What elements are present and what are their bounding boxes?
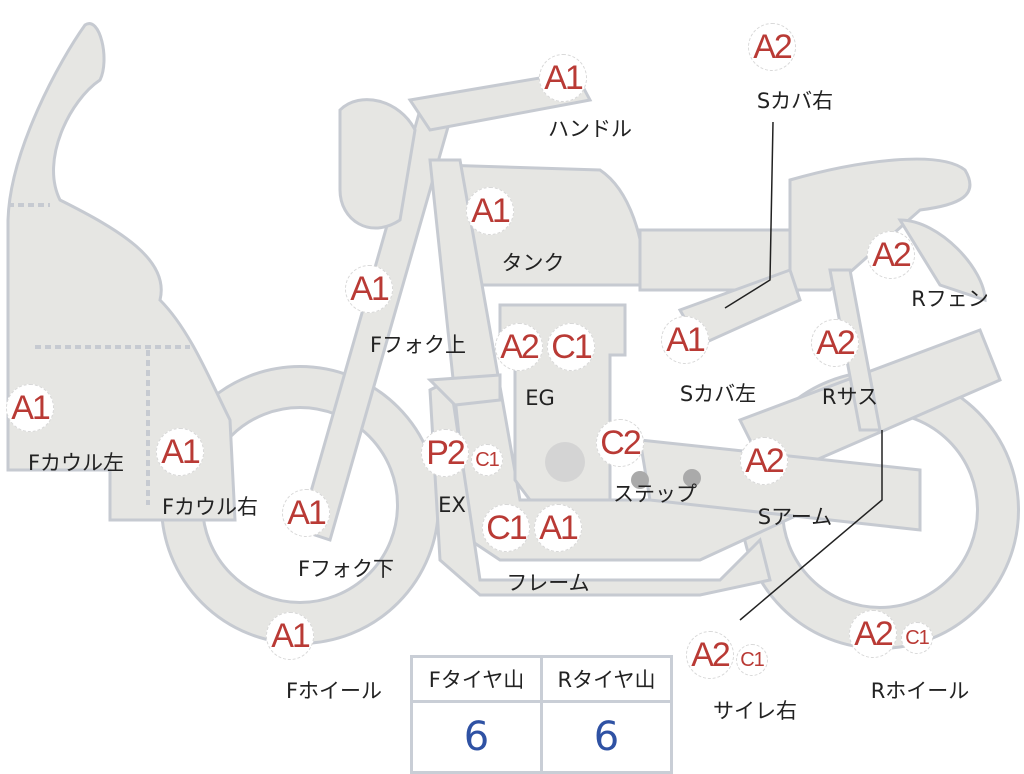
s-cover-right-grade-badge: A2	[748, 23, 796, 71]
f-cowl-right-label: Fカウル右	[161, 495, 259, 519]
handle-label: ハンドル	[548, 117, 632, 141]
swing-arm-label: Sアーム	[757, 505, 833, 529]
r-suspension-label: Rサス	[821, 385, 879, 409]
frame-lower-shape	[428, 377, 772, 597]
r-wheel-grade-badge: A2	[849, 610, 897, 658]
r-tire-header: Rタイヤ山	[540, 655, 673, 703]
r-fender-label: Rフェン	[911, 287, 989, 311]
f-cowl-right-grade-badge: A1	[156, 428, 204, 476]
f-wheel-grade-badge: A1	[266, 612, 314, 660]
step-label: ステップ	[613, 482, 697, 506]
engine-cover-shape	[545, 442, 585, 482]
s-cover-right-label: Sカバ右	[756, 89, 834, 113]
rear-fender-shape	[897, 218, 987, 303]
f-tire-value: 6	[410, 700, 543, 774]
f-fork-lower-label: Fフォク下	[297, 557, 395, 581]
engine-grade-badge: A2	[495, 323, 543, 371]
f-fork-lower-grade-badge: A1	[282, 489, 330, 537]
r-wheel-label: Rホイール	[870, 679, 970, 703]
r-tire-value: 6	[540, 700, 673, 774]
exhaust-grade-badge: C1	[471, 444, 503, 476]
silencer-right-grade-badge: C1	[736, 644, 768, 676]
engine-grade-badge: C1	[547, 323, 595, 371]
leader-line	[724, 121, 774, 309]
leader-line	[739, 430, 883, 621]
f-fork-upper-grade-badge: A1	[345, 265, 393, 313]
exhaust-grade-badge: P2	[421, 429, 469, 477]
s-cover-left-grade-badge: A1	[661, 316, 709, 364]
r-fender-grade-badge: A2	[867, 231, 915, 279]
silencer-right-label: サイレ右	[713, 699, 797, 723]
tank-grade-badge: A1	[466, 187, 514, 235]
tank-label: タンク	[501, 251, 565, 275]
f-cowl-left-label: Fカウル左	[27, 451, 125, 475]
frame-grade-badge: A1	[534, 504, 582, 552]
s-cover-left-label: Sカバ左	[679, 382, 757, 406]
step-grade-badge: C2	[596, 419, 644, 467]
exhaust-label: EX	[438, 493, 466, 517]
swing-arm-grade-badge: A2	[740, 437, 788, 485]
f-tire-header: Fタイヤ山	[410, 655, 543, 703]
r-wheel-grade-badge: C1	[901, 622, 933, 654]
frame-grade-badge: C1	[482, 504, 530, 552]
silencer-right-grade-badge: A2	[686, 631, 734, 679]
handle-grade-badge: A1	[539, 54, 587, 102]
f-fork-upper-label: Fフォク上	[369, 333, 467, 357]
headlight-shape	[338, 98, 417, 230]
tail-shape	[788, 157, 972, 292]
engine-label: EG	[525, 386, 555, 410]
step-peg-shape	[683, 469, 701, 487]
r-suspension-grade-badge: A2	[811, 319, 859, 367]
front-cowl-shape	[6, 22, 237, 522]
f-cowl-left-grade-badge: A1	[6, 384, 54, 432]
f-wheel-label: Fホイール	[285, 679, 383, 703]
exhaust-shape	[426, 373, 502, 407]
frame-label: フレーム	[506, 571, 590, 595]
step-peg-shape	[631, 471, 649, 489]
